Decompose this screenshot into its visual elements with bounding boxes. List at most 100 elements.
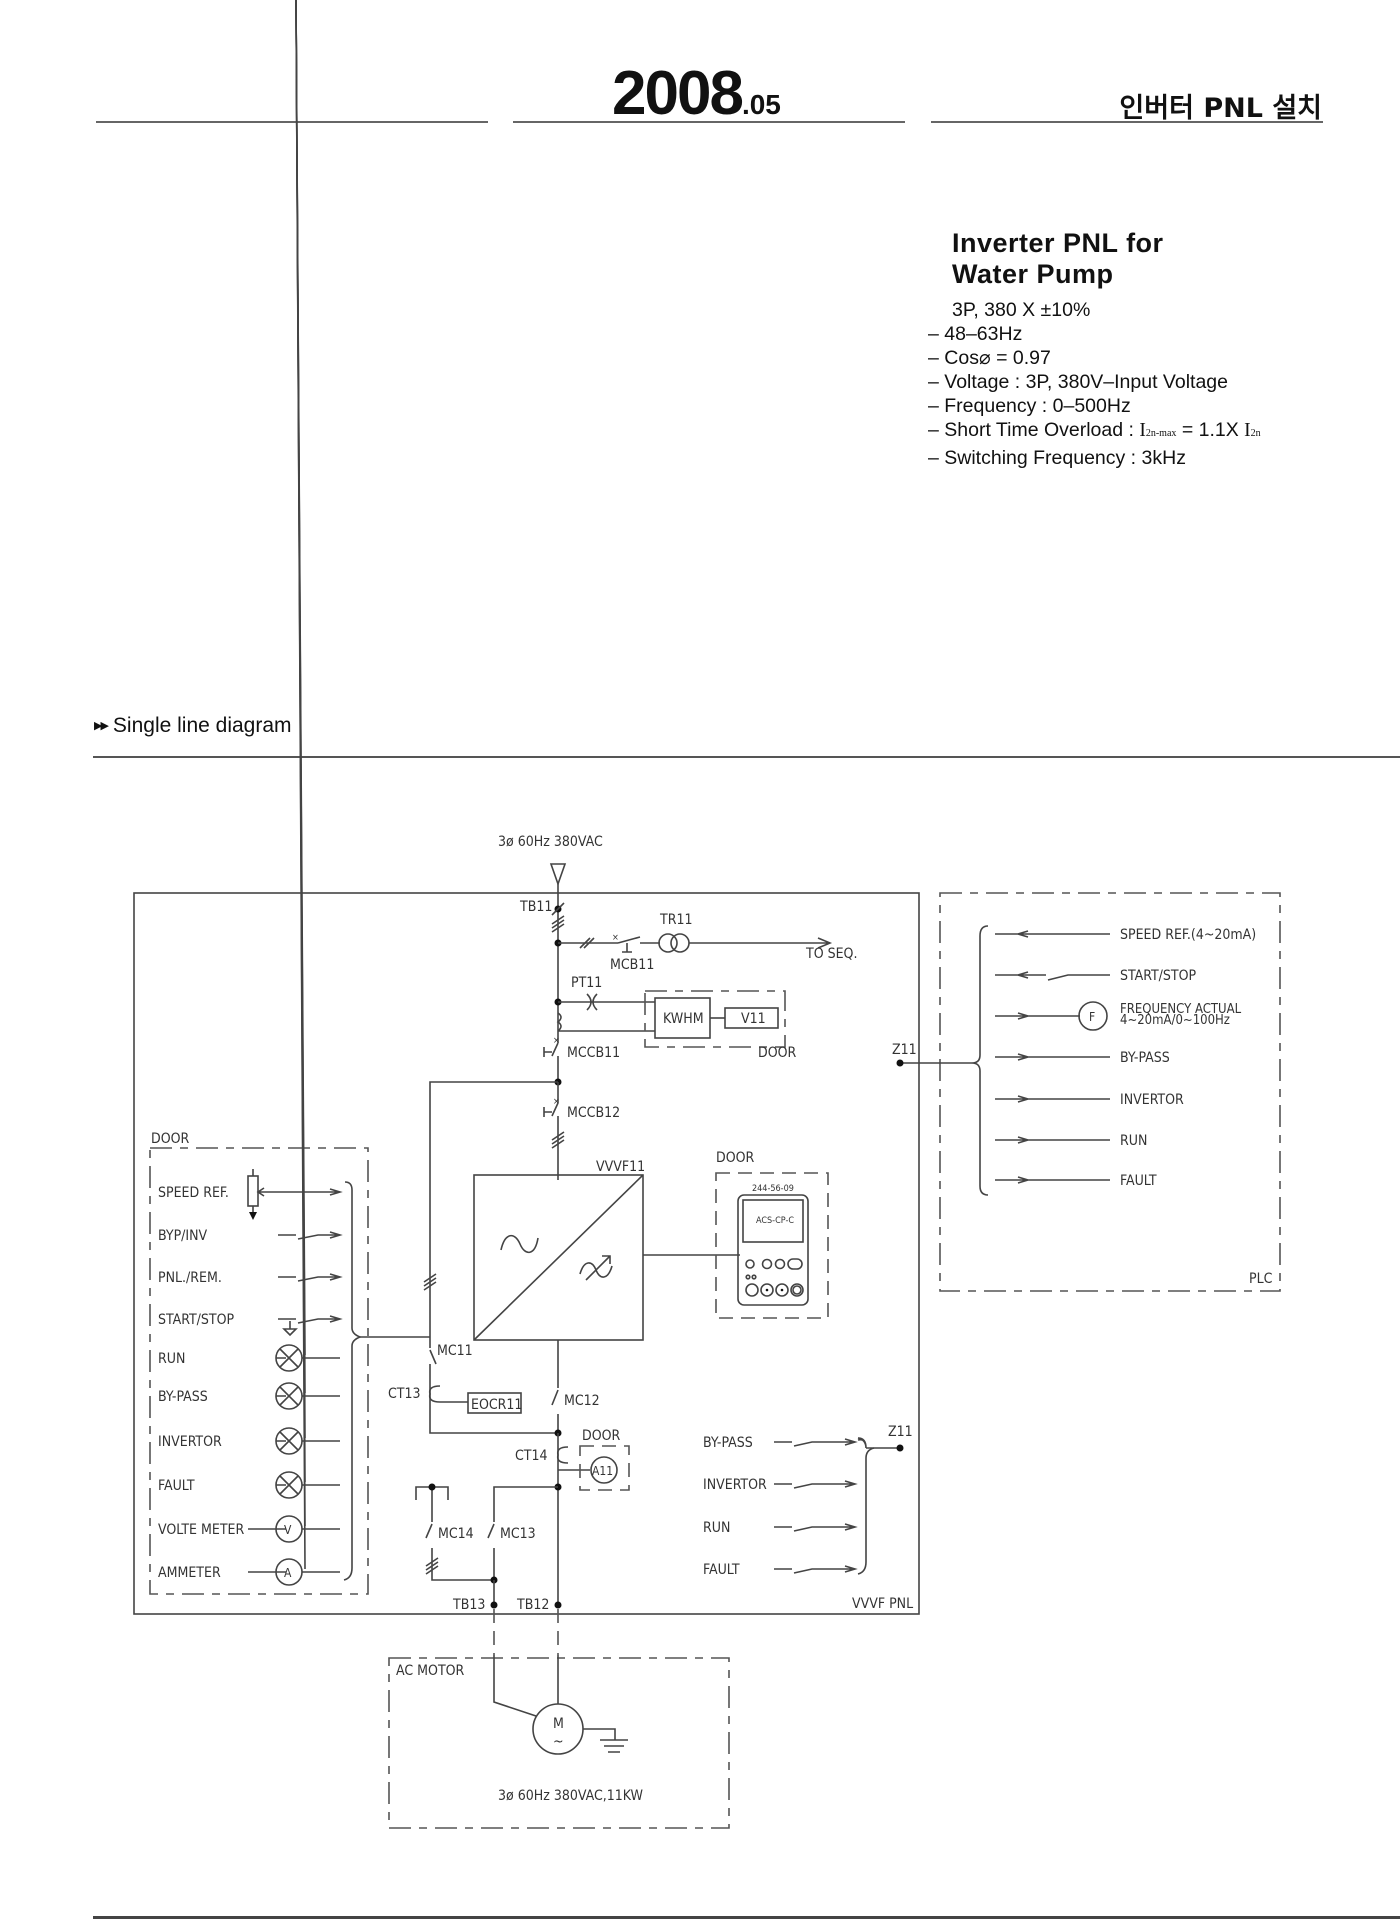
- tr11-coil-2: [670, 933, 690, 953]
- mccb12-label: MCCB12: [567, 1105, 620, 1121]
- door-box-a11: [579, 1445, 630, 1491]
- keypad-dot: [780, 1288, 784, 1292]
- tb12-label: TB12: [516, 1597, 549, 1613]
- status-contact-fault: FAULT: [703, 1562, 858, 1578]
- door-item-label: VOLTE METER: [158, 1522, 244, 1538]
- lamp-wire: [276, 0, 340, 1397]
- spec-line-cos: – Cos⌀ = 0.97: [928, 347, 1051, 369]
- keypad-btn: [790, 1283, 804, 1297]
- spec-title-line2: Water Pump: [952, 259, 1114, 289]
- meter-icon: [275, 1558, 303, 1586]
- section-rule: [93, 756, 1400, 758]
- footer-rule: [93, 1916, 1400, 1919]
- keypad-btn: [761, 1258, 773, 1270]
- overload-symbol: I: [1139, 420, 1146, 441]
- to-seq-arrow: [689, 937, 833, 949]
- door-label-a11: DOOR: [582, 1428, 621, 1444]
- tb12-terminal: [554, 1601, 562, 1609]
- header-rule-right: [931, 121, 1323, 123]
- keypad-btn: [775, 1283, 789, 1297]
- door-label-keypad: DOOR: [716, 1150, 755, 1166]
- issue-date: 2008.05: [612, 58, 781, 129]
- v11-label: V11: [741, 1011, 766, 1027]
- vvvf-panel-box: [133, 892, 920, 1615]
- keypad-code: 244-56-09: [752, 1184, 794, 1194]
- mccb11-x: ×: [553, 1036, 560, 1046]
- door-item-start-stop: START/STOP: [158, 1312, 343, 1337]
- supply-label: 3ø 60Hz 380VAC: [498, 834, 603, 850]
- switch-icon: [278, 1231, 343, 1240]
- plc-label: PLC: [1249, 1271, 1273, 1287]
- keypad-led: [751, 1274, 757, 1280]
- ac-motor-label: AC MOTOR: [396, 1663, 465, 1679]
- plc-signal-invertor: INVERTOR: [995, 1092, 1184, 1108]
- door-item-run: RUN: [158, 0, 340, 1372]
- supply-terminal-icon: [549, 863, 567, 887]
- eocr11-label: EOCR11: [471, 1397, 522, 1413]
- switch-icon: [278, 1315, 343, 1324]
- spec-line-frequency: – Frequency : 0–500Hz: [928, 395, 1131, 417]
- issue-month: .05: [741, 89, 781, 120]
- three-phase-marker-icon: [551, 1131, 565, 1149]
- frequency-meter-symbol: F: [1089, 1010, 1095, 1024]
- mcb11-label: MCB11: [610, 957, 654, 973]
- door-item-speed-ref-: SPEED REF.: [158, 1169, 343, 1220]
- ground-icon: [583, 1728, 628, 1753]
- door-label-kwhm: DOOR: [758, 1045, 797, 1061]
- three-phase-marker-icon: [425, 1557, 439, 1575]
- meter-symbol: A: [284, 1566, 292, 1580]
- ct14-label: CT14: [515, 1448, 548, 1464]
- status-contact-label: FAULT: [703, 1562, 740, 1578]
- mccb11-breaker-icon: [543, 1040, 559, 1082]
- keypad-btn: [745, 1259, 755, 1269]
- ac-motor-box: [388, 1657, 730, 1829]
- plc-signal-label: INVERTOR: [1120, 1092, 1184, 1108]
- door-item-label: PNL./REM.: [158, 1270, 222, 1286]
- plc-signal-label: BY-PASS: [1120, 1050, 1170, 1066]
- door-panel-label: DOOR: [151, 1131, 190, 1147]
- plc-signal-start-stop: START/STOP: [995, 968, 1196, 984]
- overload-value: = 1.1X: [1181, 419, 1245, 441]
- lamp-wire: [276, 0, 340, 1486]
- switch-icon: [278, 1273, 343, 1282]
- status-brace: [857, 1437, 875, 1575]
- mc13-contact-icon: [487, 1486, 558, 1580]
- motor-cable-dashed: [493, 1609, 559, 1655]
- inverter-diagonal: [473, 1174, 644, 1341]
- door-box-kwhm: [644, 990, 786, 1048]
- lamp-wire: [276, 0, 340, 1442]
- z11-label-bottom: Z11: [888, 1424, 913, 1440]
- door-item-byp-inv: BYP/INV: [158, 1228, 343, 1244]
- mcb11-x: ×: [612, 933, 619, 943]
- three-phase-marker-icon: [551, 915, 565, 933]
- kwhm-label: KWHM: [663, 1011, 704, 1027]
- motor-wires: [493, 1655, 559, 1717]
- pt11-label: PT11: [571, 975, 602, 991]
- z11-terminal: [896, 1444, 904, 1452]
- lamp-wire: [276, 0, 340, 1359]
- status-contact-label: RUN: [703, 1520, 730, 1536]
- ammeter-a11-icon: [590, 1456, 618, 1484]
- door-item-label: AMMETER: [158, 1565, 221, 1581]
- ct13-label: CT13: [388, 1386, 421, 1402]
- lamp-wire: [248, 0, 340, 1530]
- plc-signal-by-pass: BY-PASS: [995, 1050, 1170, 1066]
- lamp-cross: [279, 1475, 299, 1495]
- plc-signal-run: RUN: [995, 1133, 1147, 1149]
- status-contact-by-pass: BY-PASS: [703, 1435, 858, 1451]
- keypad-icon: [737, 1194, 809, 1306]
- mc11-contact-icon: [429, 1340, 437, 1392]
- motor-tilde: ~: [553, 1734, 564, 1750]
- keypad-model: ACS-CP-C: [756, 1216, 794, 1226]
- door-panel-items: SPEED REF.BYP/INVPNL./REM.START/STOPRUNB…: [158, 0, 430, 1586]
- keypad-led: [745, 1274, 751, 1280]
- contact-icon: [774, 1438, 858, 1447]
- tr11-label: TR11: [659, 912, 692, 928]
- signal-arrow-in: [995, 930, 1110, 938]
- door-item-label: BYP/INV: [158, 1228, 208, 1244]
- signal-arrow-out: [995, 1053, 1110, 1061]
- door-item-label: INVERTOR: [158, 1434, 222, 1450]
- status-contact-invertor: INVERTOR: [703, 1477, 858, 1493]
